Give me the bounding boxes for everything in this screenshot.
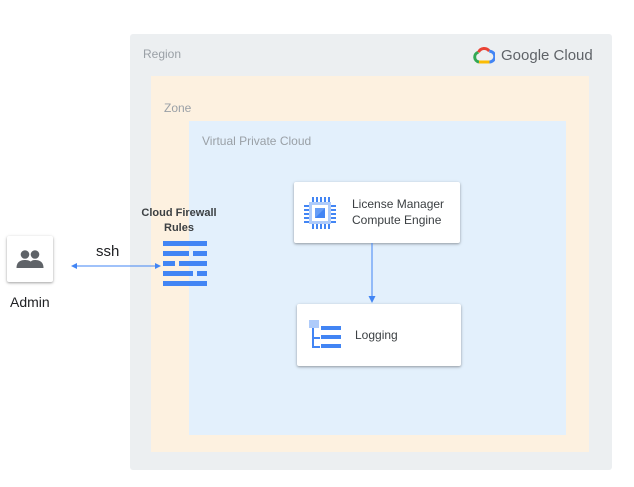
admin-label: Admin <box>10 294 50 310</box>
google-cloud-wordmark: Google Cloud <box>501 47 593 64</box>
google-cloud-logo-icon <box>473 47 495 64</box>
logging-card[interactable]: Logging <box>297 304 461 366</box>
vpc-container <box>189 121 566 435</box>
region-label: Region <box>143 47 182 61</box>
compute-engine-line2: Compute Engine <box>352 213 442 227</box>
logging-label: Logging <box>355 328 398 342</box>
zone-label: Zone <box>164 101 192 115</box>
vpc-label: Virtual Private Cloud <box>202 134 312 148</box>
ssh-label: ssh <box>96 243 120 260</box>
logging-icon <box>309 320 341 348</box>
compute-engine-line1: License Manager <box>352 197 445 211</box>
firewall-label-line2: Rules <box>164 222 194 234</box>
compute-engine-card[interactable]: License Manager Compute Engine <box>294 182 460 243</box>
firewall-label-line1: Cloud Firewall <box>141 207 217 219</box>
compute-engine-icon <box>304 197 336 229</box>
compute-engine-text: License Manager Compute Engine <box>352 196 444 228</box>
compute-to-logging-arrow <box>368 243 376 303</box>
firewall-label: Cloud Firewall Rules <box>130 206 228 236</box>
ssh-connection-arrow <box>71 263 161 269</box>
people-icon <box>16 250 44 268</box>
admin-node[interactable] <box>7 236 53 282</box>
firewall-icon[interactable] <box>163 241 207 289</box>
